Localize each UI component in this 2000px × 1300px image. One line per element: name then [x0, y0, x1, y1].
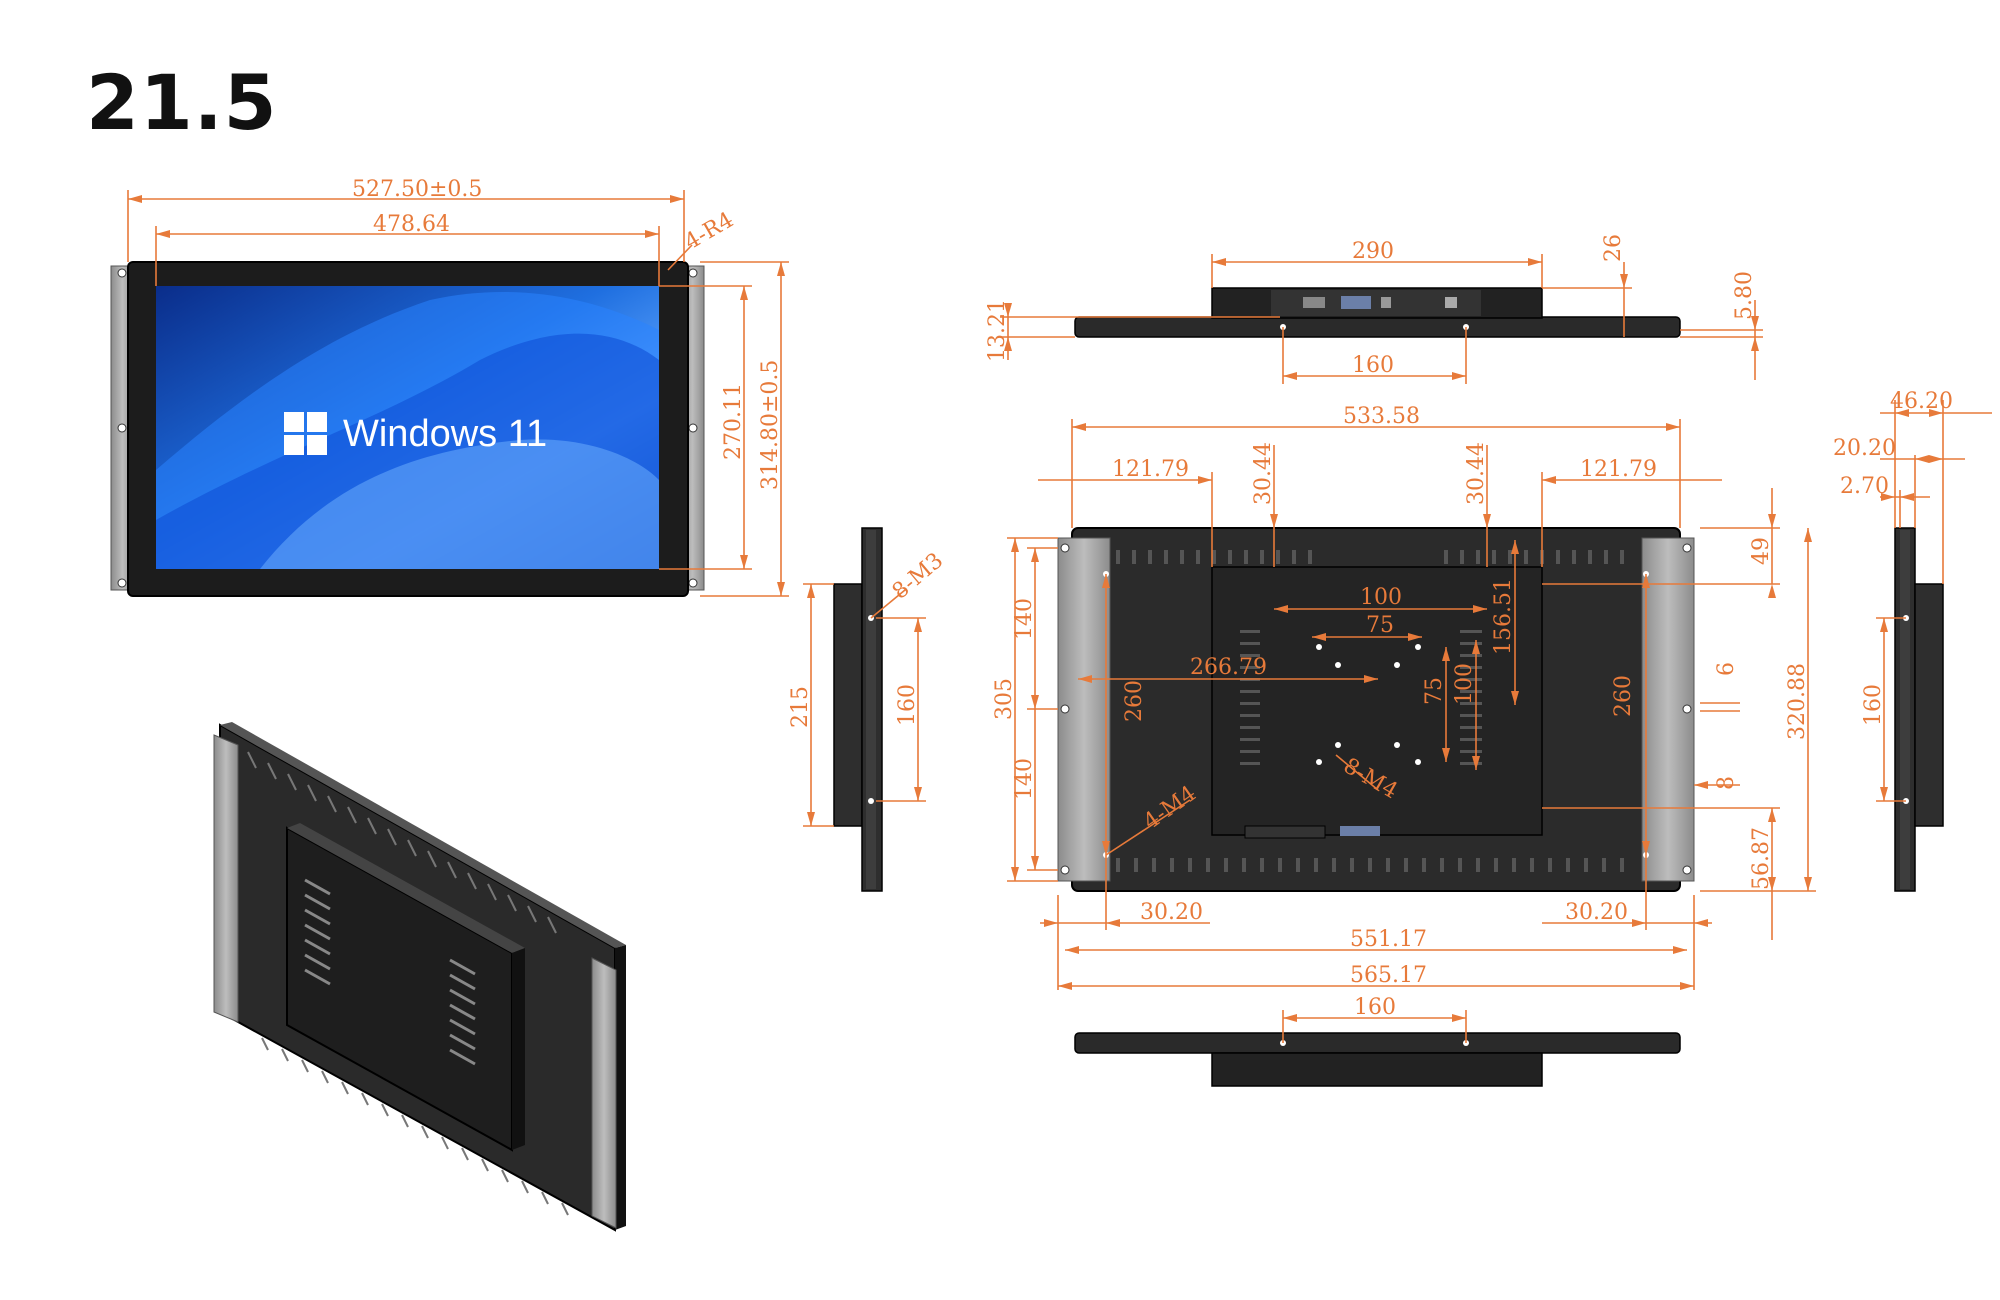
dim-back-bottom-right: 30.20: [1565, 900, 1628, 925]
windows-logo-icon: [284, 412, 327, 455]
dim-left-holes: 8-M3: [888, 548, 948, 604]
dim-left-hole-span: 160: [895, 684, 920, 726]
dim-right-total-depth: 46.20: [1890, 389, 1953, 414]
dim-back-total-305: 305: [992, 678, 1017, 720]
dim-back-v1: 30.44: [1251, 442, 1276, 505]
front-view: Windows 11 527.50±0.5 478.64 4-R4 270.11…: [110, 177, 789, 597]
dim-back-lower-140: 140: [1012, 758, 1037, 800]
dim-back-x-center: 266.79: [1190, 655, 1267, 680]
dim-back-bottom-left: 30.20: [1140, 900, 1203, 925]
dim-left-box-height: 215: [788, 686, 813, 728]
dim-top-hole-span: 160: [1352, 353, 1394, 378]
page-title: 21.5: [86, 58, 278, 147]
hdmi-port-icon: [1303, 297, 1325, 308]
dim-back-small-8: 8: [1714, 776, 1739, 790]
dim-vesa-75-v: 75: [1422, 677, 1447, 705]
back-view: 533.58 121.79 121.79 30.44 30.44 100 75 …: [992, 404, 1816, 990]
top-panel: [1074, 316, 1681, 338]
side-view-left: 8-M3 215 160: [788, 527, 948, 892]
dim-front-inner-height: 270.11: [721, 383, 746, 460]
dim-front-outer-width: 527.50±0.5: [352, 177, 482, 202]
dim-back-width: 533.58: [1343, 404, 1420, 429]
dim-back-holes-width: 551.17: [1350, 927, 1427, 952]
dim-back-left-260: 260: [1122, 680, 1147, 722]
right-side-box: [1914, 583, 1944, 827]
dim-back-right-260: 260: [1611, 675, 1636, 717]
dim-right-mid-depth: 20.20: [1833, 436, 1896, 461]
dim-bottom-hole-span: 160: [1354, 995, 1396, 1020]
dim-back-top-gap: 49: [1749, 537, 1774, 565]
dim-right-hole-span: 160: [1861, 684, 1886, 726]
dim-back-right-offset: 121.79: [1580, 457, 1657, 482]
dim-back-left-offset: 121.79: [1112, 457, 1189, 482]
dim-top-depth: 26: [1601, 234, 1626, 262]
left-side-box: [833, 583, 863, 827]
audio-port-icon: [1381, 297, 1391, 308]
screen-os-text: Windows 11: [343, 413, 547, 455]
bottom-box: [1211, 1052, 1543, 1087]
dim-top-box-width: 290: [1352, 239, 1394, 264]
dim-front-radius: 4-R4: [681, 208, 739, 256]
dim-right-small-depth: 2.70: [1840, 474, 1889, 499]
dim-back-upper-140: 140: [1012, 598, 1037, 640]
dim-top-right-thick: 5.80: [1732, 271, 1757, 320]
bottom-view: 160: [1074, 995, 1681, 1087]
usb-port-icon: [1445, 297, 1457, 308]
dim-back-small-6: 6: [1714, 662, 1739, 676]
dim-back-v2: 30.44: [1464, 442, 1489, 505]
dim-back-y-center: 156.51: [1491, 578, 1516, 655]
vga-port-icon: [1341, 296, 1371, 309]
dim-vesa-75: 75: [1366, 613, 1394, 638]
dim-vesa-100-v: 100: [1452, 663, 1477, 705]
side-view-right: 46.20 20.20 2.70 160: [1833, 389, 1992, 892]
top-view: 290 26 160 13.21 5.80: [985, 234, 1763, 384]
dim-front-outer-height: 314.80±0.5: [758, 360, 783, 490]
dim-back-overall-height: 320.88: [1785, 663, 1810, 740]
dim-top-left-thick: 13.21: [985, 299, 1010, 362]
isometric-view: [213, 722, 626, 1232]
dim-back-overall-width: 565.17: [1350, 963, 1427, 988]
bottom-panel: [1074, 1032, 1681, 1054]
dim-back-bottom-gap: 56.87: [1749, 827, 1774, 890]
dim-front-inner-width: 478.64: [373, 212, 450, 237]
dim-vesa-100: 100: [1360, 585, 1402, 610]
